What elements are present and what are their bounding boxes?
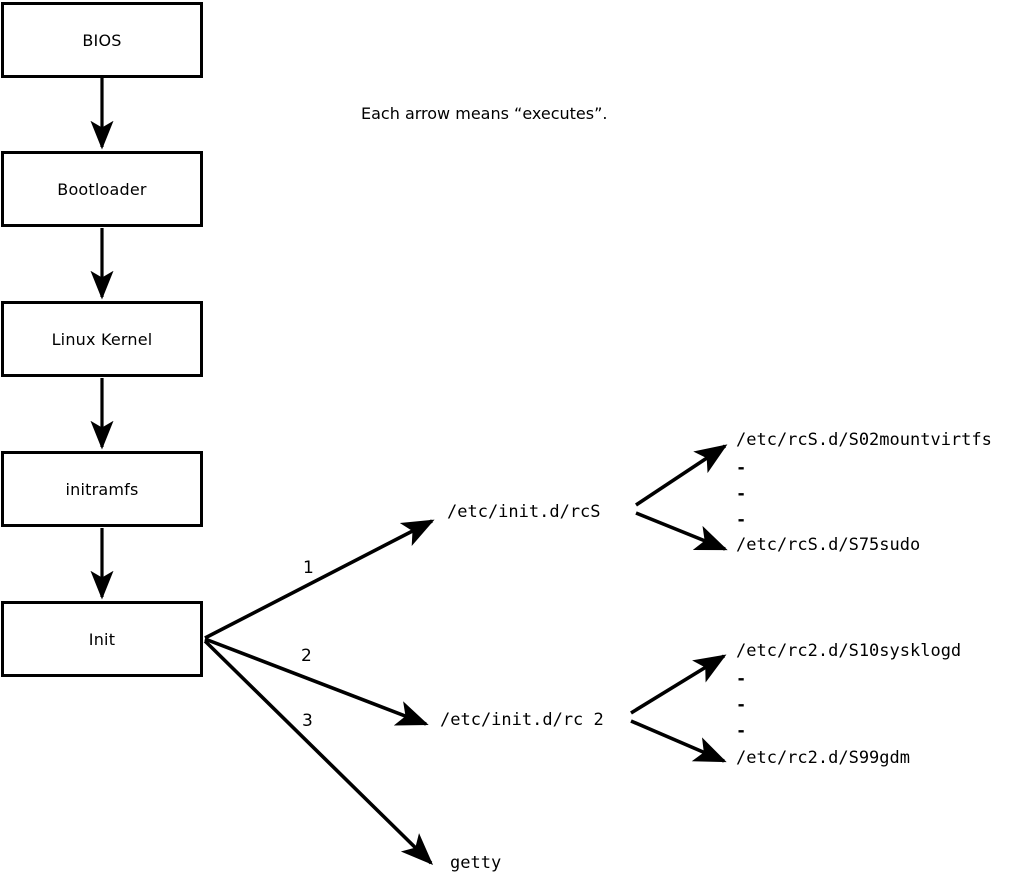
node-init-label: Init (88, 629, 116, 649)
node-initramfs-label: initramfs (65, 479, 139, 499)
arrow-rcs-to-s02mountvirtfs (635, 444, 728, 507)
branch-number-2: 2 (301, 646, 312, 666)
label-etc-init-d-rc-2[interactable]: /etc/init.d/rc 2 (440, 710, 604, 730)
arrow-rc2-to-s99gdm (630, 719, 727, 763)
node-init[interactable]: Init (1, 601, 203, 677)
ellipsis-dash-rcs-1: - (736, 458, 747, 478)
label-etc-init-d-rcs[interactable]: /etc/init.d/rcS (447, 502, 601, 522)
arrow-init-to-rcs (204, 519, 435, 640)
node-bootloader-label: Bootloader (57, 179, 147, 199)
arrow-init-to-getty (203, 639, 434, 866)
ellipsis-dash-rcs-2: - (736, 484, 747, 504)
node-initramfs[interactable]: initramfs (1, 451, 203, 527)
node-bios[interactable]: BIOS (1, 2, 203, 78)
ellipsis-dash-rc2-3: - (736, 721, 747, 741)
diagram-caption: Each arrow means “executes”. (361, 104, 608, 123)
ellipsis-dash-rcs-3: - (736, 510, 747, 530)
label-etc-rcsd-s02mountvirtfs[interactable]: /etc/rcS.d/S02mountvirtfs (736, 430, 992, 450)
branch-number-1: 1 (303, 558, 314, 578)
ellipsis-dash-rc2-2: - (736, 695, 747, 715)
node-linux-kernel-label: Linux Kernel (51, 329, 153, 349)
node-linux-kernel[interactable]: Linux Kernel (1, 301, 203, 377)
label-etc-rc2d-s10sysklogd[interactable]: /etc/rc2.d/S10sysklogd (736, 641, 962, 661)
node-bios-label: BIOS (82, 30, 122, 50)
node-bootloader[interactable]: Bootloader (1, 151, 203, 227)
label-etc-rcsd-s75sudo[interactable]: /etc/rcS.d/S75sudo (736, 535, 921, 555)
arrow-rcs-to-s75sudo (635, 511, 728, 551)
label-etc-rc2d-s99gdm[interactable]: /etc/rc2.d/S99gdm (736, 748, 910, 768)
arrow-rc2-to-s10sysklogd (630, 654, 727, 715)
label-getty[interactable]: getty (450, 853, 502, 873)
ellipsis-dash-rc2-1: - (736, 669, 747, 689)
branch-number-3: 3 (302, 711, 313, 731)
arrow-init-to-rc2 (204, 637, 429, 726)
